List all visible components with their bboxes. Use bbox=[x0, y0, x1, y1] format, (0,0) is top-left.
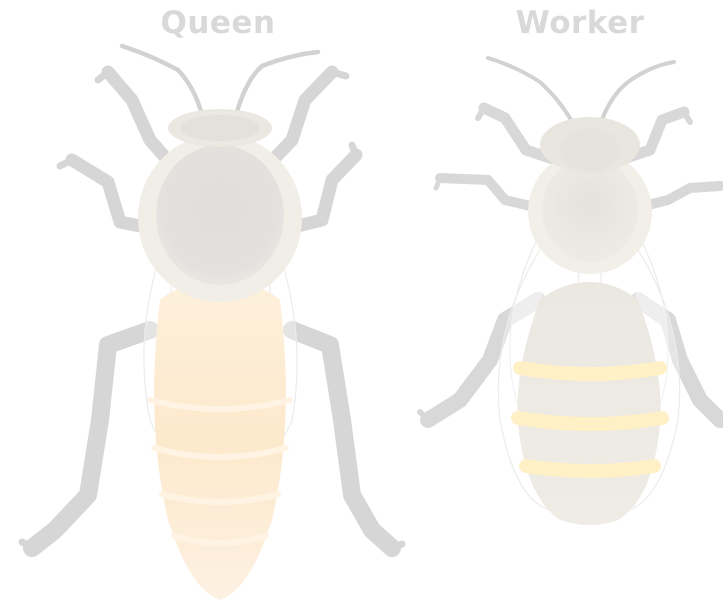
worker-abdomen bbox=[518, 282, 663, 525]
queen-thorax bbox=[138, 134, 302, 302]
worker-bee-icon bbox=[420, 58, 720, 525]
worker-head bbox=[540, 117, 640, 173]
queen-bee-icon bbox=[22, 46, 402, 600]
queen-abdomen bbox=[150, 282, 290, 600]
queen-head bbox=[168, 109, 272, 147]
